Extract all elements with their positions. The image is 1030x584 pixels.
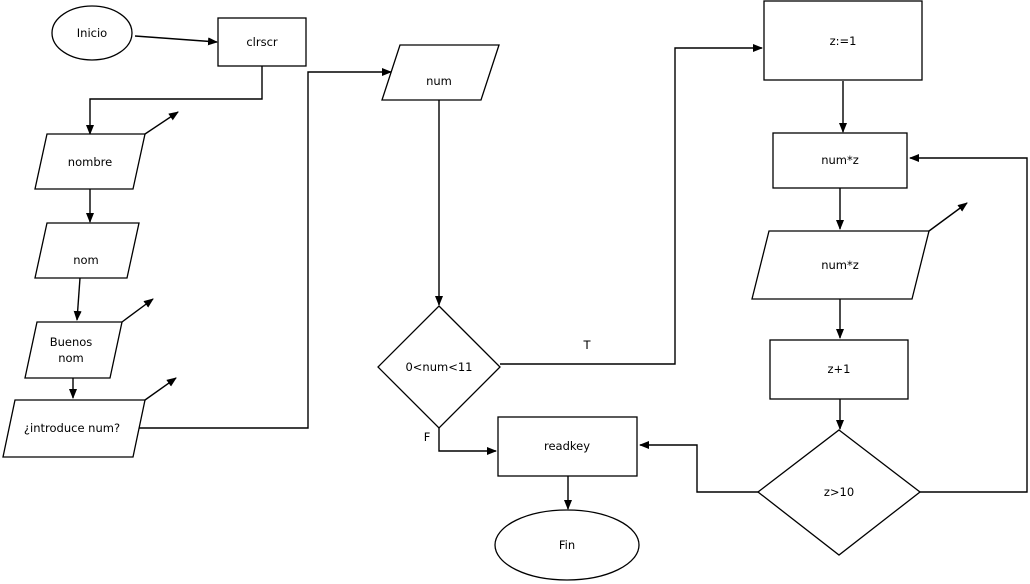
z-diamond: [756, 429, 922, 556]
end-terminal: Fin: [494, 509, 640, 581]
z-label: z>10: [824, 485, 854, 499]
flow-condz-exit-to-readkey: [639, 441, 758, 493]
buenos-label-line1: Buenos: [50, 335, 93, 349]
range-label: 0<num<11: [405, 360, 472, 374]
output-indicator-introduce: [144, 377, 177, 401]
numz-process: num*z: [772, 132, 908, 189]
zinc-label: z+1: [828, 362, 851, 376]
introduce-label: ¿introduce num?: [24, 421, 120, 435]
readkey-process: readkey: [497, 416, 638, 477]
nom-input: nom: [34, 222, 140, 279]
numz-output-label: num*z: [821, 258, 859, 272]
clrscr-label: clrscr: [246, 35, 278, 49]
clrscr-process: clrscr: [217, 17, 307, 67]
readkey-box: [497, 416, 638, 477]
output-indicator-buenos: [121, 298, 154, 323]
nom-parallelogram: [34, 222, 140, 279]
zinc-process: z+1: [769, 339, 909, 400]
flow-introduce-to-num: [135, 68, 392, 429]
zassign-label: z:=1: [830, 34, 857, 48]
end-ellipse: [494, 509, 640, 581]
introduce-parallelogram: [2, 399, 146, 458]
numz-parallelogram: [751, 230, 930, 300]
introduce-output: ¿introduce num?: [2, 399, 146, 458]
zassign-process: z:=1: [763, 0, 923, 81]
clrscr-box: [217, 17, 307, 67]
num-input: num: [381, 44, 500, 101]
numz-box: [772, 132, 908, 189]
connectors: [69, 35, 1028, 510]
true-branch-label: T: [582, 338, 591, 352]
flow-condition-false-to-readkey: [438, 428, 497, 455]
nombre-label: nombre: [68, 155, 112, 169]
buenos-output: Buenos nom: [24, 321, 123, 379]
flow-nom-to-buenos: [73, 277, 82, 321]
num-parallelogram: [381, 44, 500, 101]
flow-condz-loop-to-numz: [909, 154, 1028, 493]
nombre-parallelogram: [34, 133, 146, 190]
nom-label: nom: [73, 253, 99, 267]
buenos-parallelogram: [24, 321, 123, 379]
range-diamond: [377, 305, 501, 429]
range-decision: 0<num<11: [377, 305, 501, 429]
start-terminal: Inicio: [51, 5, 133, 61]
output-indicator-numz: [928, 202, 968, 232]
start-ellipse: [51, 5, 133, 61]
numz-label: num*z: [821, 153, 859, 167]
flow-condition-true-to-zassign: [500, 44, 763, 365]
false-branch-label: F: [424, 430, 431, 444]
num-label: num: [426, 74, 452, 88]
readkey-label: readkey: [544, 439, 590, 453]
end-label: Fin: [559, 538, 575, 552]
flow-inicio-to-clrscr: [134, 35, 218, 46]
zassign-box: [763, 0, 923, 81]
output-indicator-nombre: [144, 111, 179, 135]
zinc-box: [769, 339, 909, 400]
start-label: Inicio: [77, 26, 107, 40]
flow-clrscr-to-nombre: [86, 66, 263, 135]
nombre-output: nombre: [34, 133, 146, 190]
z-decision: z>10: [756, 429, 922, 556]
buenos-label-line2: nom: [58, 351, 84, 365]
numz-output: num*z: [751, 230, 930, 300]
